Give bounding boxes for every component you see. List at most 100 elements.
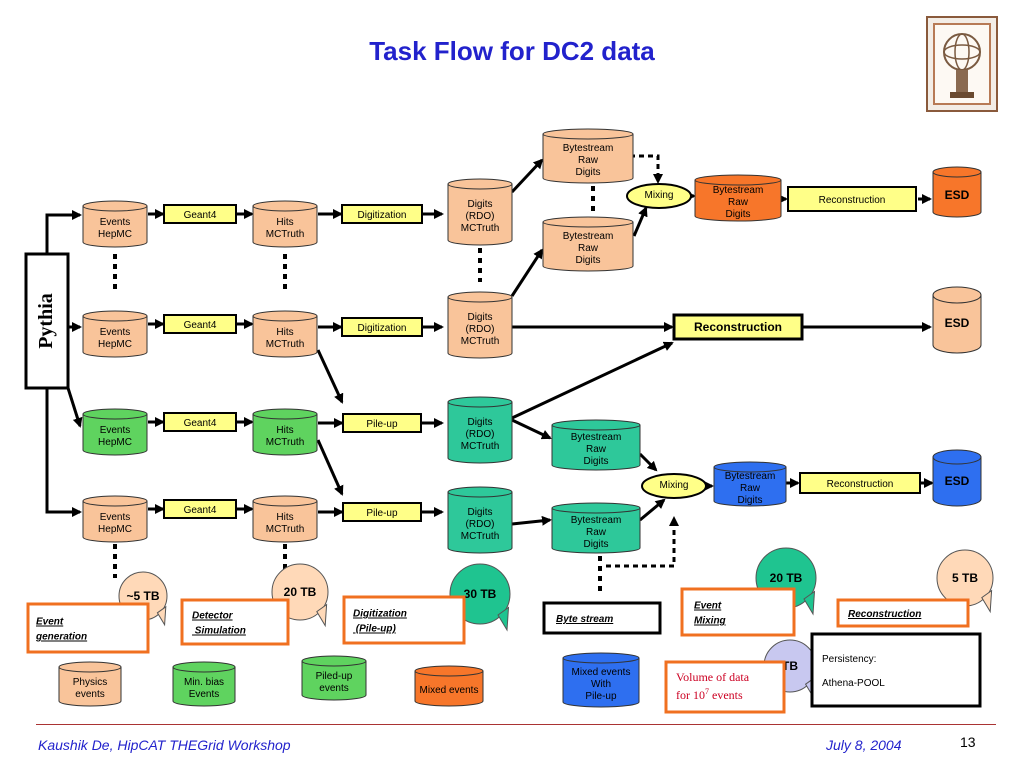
esd-cylinder-3-label: ESD xyxy=(945,474,970,488)
digits-to-bytestream-4 xyxy=(511,515,552,526)
digits-cylinder-2: Digits(RDO)MCTruth xyxy=(447,291,513,359)
pythia-to-events-1 xyxy=(45,210,82,254)
footer-author: Kaushik De, HipCAT THEGrid Workshop xyxy=(38,737,291,753)
esd-cylinder-3: ESD xyxy=(932,449,982,507)
pythia-box: Pythia xyxy=(24,252,70,390)
digits-pileup-to-reconstruction-2 xyxy=(511,341,674,420)
reconstruction-box-2-label: Reconstruction xyxy=(694,320,782,334)
callout-30tb-label: 30 TB xyxy=(464,587,497,601)
mixing-label-1: Mixing xyxy=(645,190,674,201)
digits-cylinder-3-label: Digits(RDO)MCTruth xyxy=(461,417,500,452)
detector-simulation-box: Detector Simulation xyxy=(180,598,290,646)
reconstruction-label-box-label: Reconstruction xyxy=(848,609,921,620)
geant4-box-4-label: Geant4 xyxy=(184,505,217,516)
hits-minbias-to-pileup-1 xyxy=(316,349,344,404)
legend-mixed-events: Mixed events xyxy=(414,665,484,707)
callout-5tb-label: ~5 TB xyxy=(126,589,159,603)
callout-20tb-simulation-label: 20 TB xyxy=(284,585,317,599)
geant4-box-1-label: Geant4 xyxy=(184,210,217,221)
reconstruction-box-3-label: Reconstruction xyxy=(827,479,894,490)
callout-5tb-reconstruction-label: 5 TB xyxy=(952,571,978,585)
bytestream-stream-to-mixing-2 xyxy=(606,516,679,568)
digits-to-bytestream-1 xyxy=(510,158,544,194)
reconstruction-label-box: Reconstruction xyxy=(836,598,970,628)
bytestream3-to-mixing-2 xyxy=(638,452,658,472)
bytestream4-to-mixing-2 xyxy=(639,498,666,522)
digits-to-bytestream-2 xyxy=(510,248,544,297)
digits-cylinder-1-label: Digits(RDO)MCTruth xyxy=(461,199,500,234)
legend-mixed-events-label: Mixed events xyxy=(420,685,479,696)
detector-simulation-box-label: Detector Simulation xyxy=(192,611,246,637)
page-number: 13 xyxy=(960,734,976,750)
digitization-box-1-label: Digitization xyxy=(358,210,407,221)
byte-stream-box: Byte stream xyxy=(542,601,662,635)
persistency-box: Persistency:Athena-POOL xyxy=(810,632,982,708)
volume-note-line1: Volume of data xyxy=(676,670,750,684)
digitization-pileup-box: Digitization (Pile-up) xyxy=(342,595,466,645)
digits-cylinder-2-label: Digits(RDO)MCTruth xyxy=(461,312,500,347)
reconstruction-box-1: Reconstruction xyxy=(787,186,917,212)
persistency-label: Persistency:Athena-POOL xyxy=(822,654,885,689)
digitization-box-1: Digitization xyxy=(341,204,423,224)
footer-date: July 8, 2004 xyxy=(826,737,902,753)
footer-divider xyxy=(36,724,996,725)
pythia-to-events-4 xyxy=(45,388,82,517)
digitization-box-2-label: Digitization xyxy=(358,323,407,334)
pythia-label: Pythia xyxy=(35,293,57,349)
mixing-label-2: Mixing xyxy=(660,480,689,491)
mixing-node-2: Mixing xyxy=(641,473,707,499)
geant4-box-2: Geant4 xyxy=(163,314,237,334)
pileup-box-1-label: Pile-up xyxy=(366,419,398,430)
callout-5tb-reconstruction: 5 TB xyxy=(936,549,994,614)
digitization-pileup-box-label: Digitization (Pile-up) xyxy=(353,609,407,635)
digits-cylinder-4-label: Digits(RDO)MCTruth xyxy=(461,507,500,542)
callout-tb-legend-label: TB xyxy=(782,659,798,673)
callout-20tb-simulation: 20 TB xyxy=(271,563,329,628)
digitization-box-2: Digitization xyxy=(341,317,423,337)
pileup-box-2: Pile-up xyxy=(342,502,422,522)
mixing-node-1: Mixing xyxy=(626,183,692,209)
geant4-box-3-label: Geant4 xyxy=(184,418,217,429)
atlas-statue-icon xyxy=(943,33,981,98)
esd-cylinder-2: ESD xyxy=(932,286,982,354)
digits-cylinder-1: Digits(RDO)MCTruth xyxy=(447,178,513,246)
